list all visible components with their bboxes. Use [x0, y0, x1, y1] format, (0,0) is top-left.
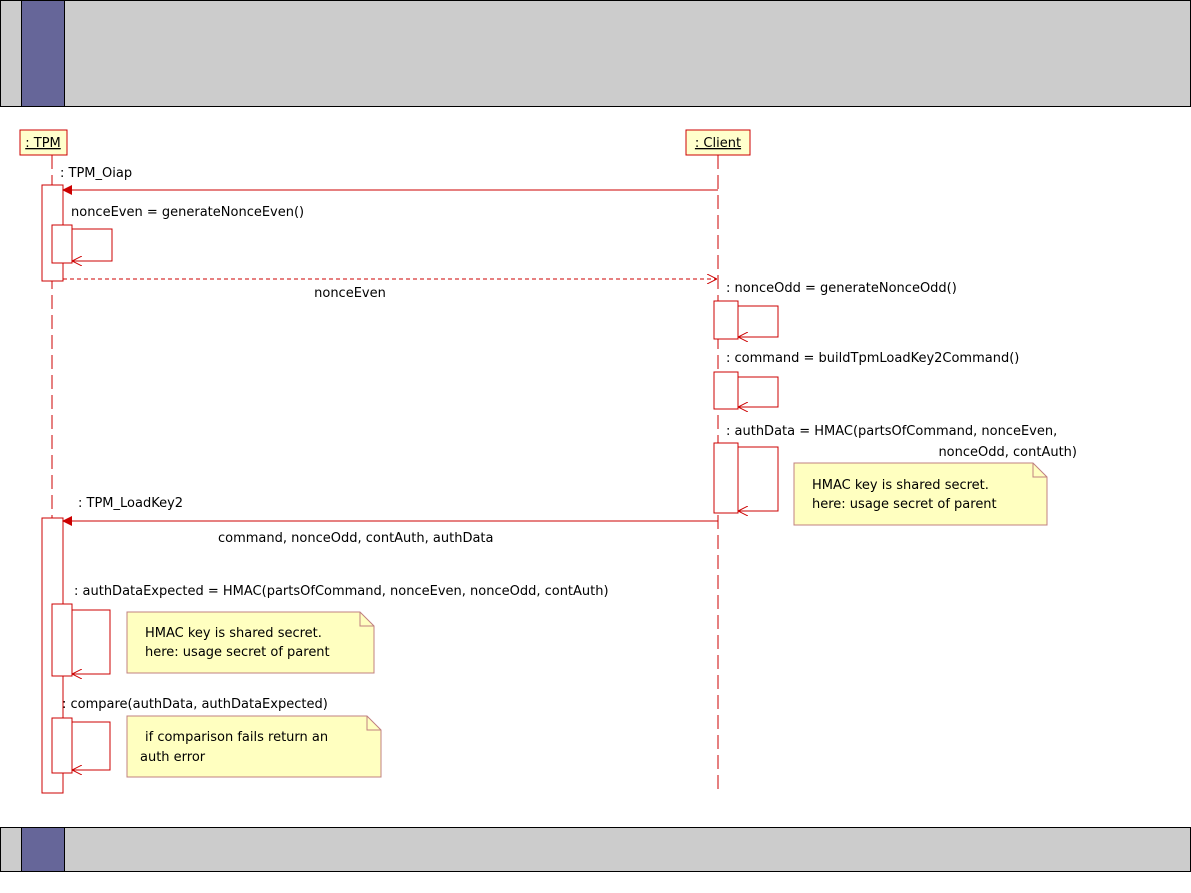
message-nonce-even-self: nonceEven = generateNonceEven() — [71, 205, 304, 220]
lifeline-tpm[interactable]: : TPM — [19, 129, 68, 156]
message-compare: : compare(authData, authDataExpected) — [62, 697, 328, 712]
message-command: : command = buildTpmLoadKey2Command() — [726, 351, 1019, 366]
return-nonce-even: nonceEven — [314, 286, 386, 301]
message-auth-data-expected: : authDataExpected = HMAC(partsOfCommand… — [74, 584, 609, 599]
self-call-auth-data-expected — [72, 609, 111, 674]
self-call-auth-data — [738, 446, 779, 511]
lifeline-client[interactable]: : Client — [685, 129, 751, 156]
note-compare-line1: if comparison fails return an — [145, 730, 328, 745]
message-auth-data-line2: nonceOdd, contAuth) — [938, 445, 1077, 460]
note-compare-line2: auth error — [140, 750, 206, 765]
tpm-activation-2-nested-b — [51, 717, 73, 774]
note-tpm-line2: here: usage secret of parent — [145, 645, 330, 660]
message-tpm-loadkey2: : TPM_LoadKey2 — [78, 496, 183, 511]
self-call-command — [738, 376, 779, 407]
lifeline-client-label: : Client — [695, 136, 741, 151]
note-compare: if comparison fails return an auth error — [126, 715, 382, 778]
self-call-nonce-even — [72, 228, 113, 261]
client-activation-1 — [713, 300, 739, 340]
tpm-activation-1-nested — [51, 224, 73, 264]
note-client-line2: here: usage secret of parent — [812, 497, 997, 512]
note-client-line1: HMAC key is shared secret. — [812, 478, 989, 493]
message-auth-data-line1: : authData = HMAC(partsOfCommand, nonceE… — [726, 424, 1057, 439]
message-tpm-oiap: : TPM_Oiap — [60, 166, 132, 181]
lifeline-tpm-label: : TPM — [25, 136, 61, 151]
footer-accent — [21, 828, 65, 871]
tpm-activation-2-nested-a — [51, 603, 73, 677]
header-accent — [21, 1, 65, 106]
note-tpm-hmac: HMAC key is shared secret. here: usage s… — [126, 611, 375, 674]
self-call-compare — [72, 721, 111, 770]
client-activation-2 — [713, 371, 739, 410]
header-bar — [0, 0, 1191, 107]
note-tpm-line1: HMAC key is shared secret. — [145, 626, 322, 641]
client-activation-3 — [713, 442, 739, 514]
self-call-nonce-odd — [738, 305, 779, 337]
note-client-hmac: HMAC key is shared secret. here: usage s… — [793, 462, 1048, 526]
message-loadkey2-params: command, nonceOdd, contAuth, authData — [218, 531, 493, 546]
message-nonce-odd: : nonceOdd = generateNonceOdd() — [726, 281, 957, 296]
footer-bar — [0, 827, 1191, 872]
